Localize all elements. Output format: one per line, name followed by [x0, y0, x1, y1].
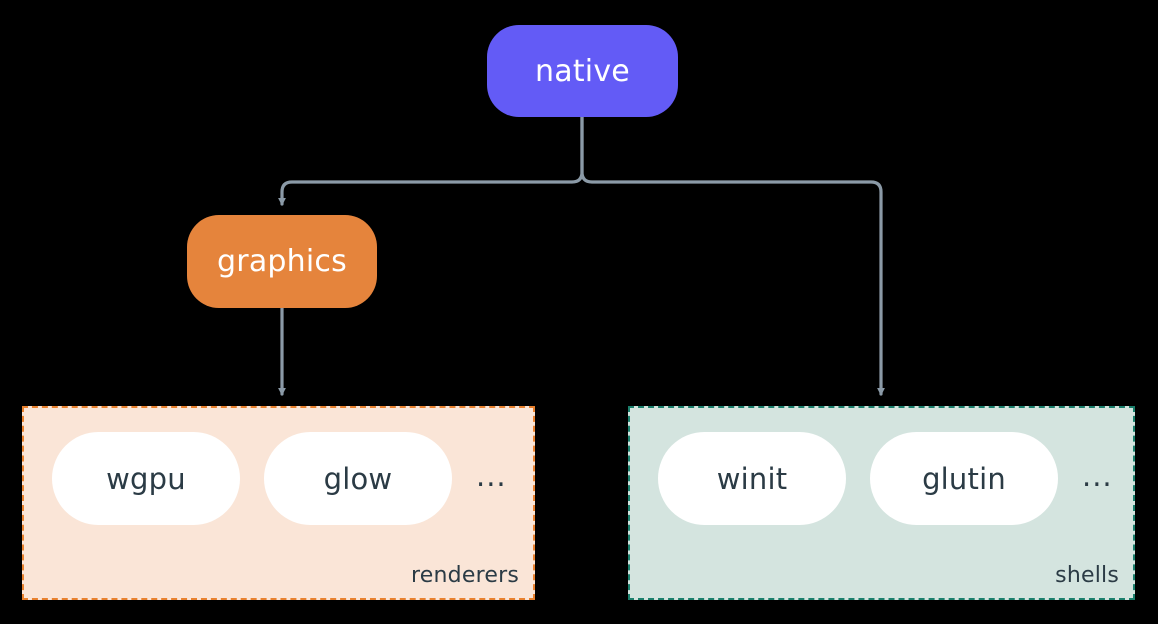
node-glutin[interactable]: glutin [870, 432, 1058, 525]
node-native-label: native [535, 53, 630, 89]
node-wgpu-label: wgpu [106, 461, 186, 496]
group-renderers[interactable]: wgpu glow ... renderers [22, 406, 535, 600]
node-graphics-label: graphics [217, 244, 347, 279]
node-native[interactable]: native [487, 25, 678, 117]
group-shells-label: shells [1055, 563, 1119, 588]
edge-native-to-graphics [278, 115, 584, 206]
group-shells-items: winit glutin ... [630, 432, 1113, 525]
node-glow[interactable]: glow [264, 432, 452, 525]
node-glow-label: glow [323, 461, 393, 496]
shells-overflow-ellipsis: ... [1082, 458, 1113, 493]
node-graphics[interactable]: graphics [187, 215, 377, 308]
group-renderers-label: renderers [411, 563, 519, 588]
node-wgpu[interactable]: wgpu [52, 432, 240, 525]
edge-native-to-shells [580, 115, 885, 396]
renderers-overflow-ellipsis: ... [476, 458, 507, 493]
group-shells[interactable]: winit glutin ... shells [628, 406, 1135, 600]
node-winit-label: winit [716, 461, 788, 496]
group-renderers-items: wgpu glow ... [24, 432, 507, 525]
node-winit[interactable]: winit [658, 432, 846, 525]
node-glutin-label: glutin [922, 461, 1006, 496]
